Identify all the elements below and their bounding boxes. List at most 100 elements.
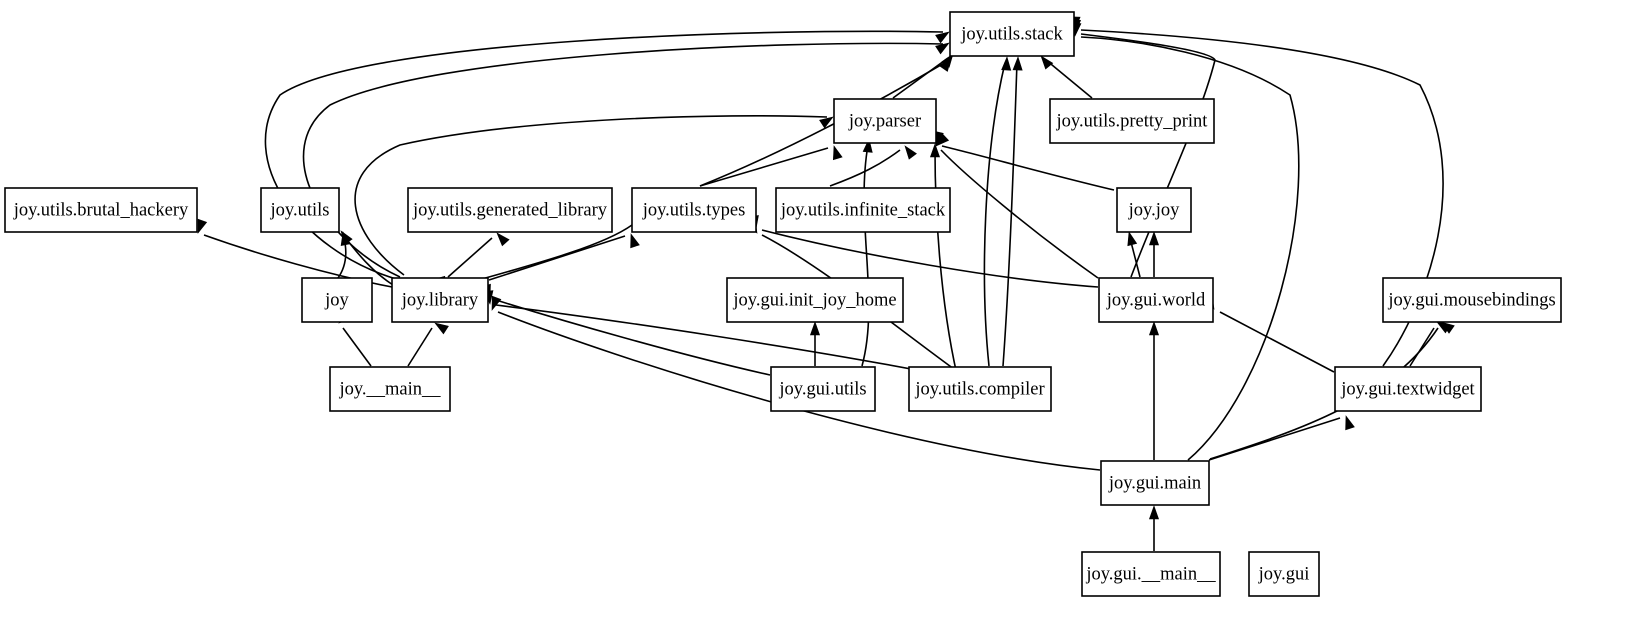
edge-line [829,149,901,187]
node-label: joy.library [401,290,479,310]
node-box[interactable] [1248,551,1320,597]
node-box[interactable] [4,187,198,233]
arrow-head [1148,505,1160,520]
node-box[interactable] [1382,277,1562,323]
node-box[interactable] [1334,366,1482,412]
graph-node-joy-gui-main[interactable]: joy.gui.main [1100,460,1210,506]
graph-node-joy-gui-init-joy-home[interactable]: joy.gui.init_joy_home [726,277,904,323]
node-box[interactable] [260,187,340,233]
arrow-head [1436,321,1451,334]
graph-node-joy-utils[interactable]: joy.utils [260,187,340,233]
arrow-head [819,116,834,129]
node-box[interactable] [833,98,937,144]
graph-edge [302,42,950,278]
edges-layer [197,16,1455,551]
graph-node-joy-utils-stack[interactable]: joy.utils.stack [949,11,1075,57]
node-label: joy.utils.stack [960,24,1063,44]
graph-node-joy-utils-types[interactable]: joy.utils.types [631,187,757,233]
node-box[interactable] [301,277,373,323]
arrow-head [1001,56,1012,71]
node-box[interactable] [1098,277,1214,323]
graph-edge [354,114,834,276]
edge-line [495,304,958,379]
node-box[interactable] [391,277,489,323]
node-label: joy.gui [1258,564,1310,584]
edge-line [1002,61,1018,367]
graph-edge [407,322,449,367]
arrow-head [1040,55,1054,70]
edge-line [342,327,372,367]
graph-node-joy-utils-brutal-hackery[interactable]: joy.utils.brutal_hackery [4,187,198,233]
graph-edge [1002,56,1023,367]
node-box[interactable] [1116,187,1192,233]
graph-edge [1148,321,1160,460]
node-label: joy.utils.generated_library [412,200,608,220]
graph-node-joy-utils-compiler[interactable]: joy.utils.compiler [908,366,1052,412]
node-box[interactable] [631,187,757,233]
graph-edge [1208,415,1355,461]
graph-edge [809,321,821,366]
arrow-head [935,31,950,44]
graph-edge [1127,231,1141,278]
node-label: joy.utils.pretty_print [1056,111,1209,131]
graph-node-joy-utils-infinite-stack[interactable]: joy.utils.infinite_stack [775,187,951,233]
graph-node-joy-gui-world[interactable]: joy.gui.world [1098,277,1214,323]
node-box[interactable] [1100,460,1210,506]
node-label: joy [324,290,349,310]
node-box[interactable] [770,366,876,412]
arrow-head [434,322,449,335]
arrow-head [491,295,502,311]
graph-node-joy-gui---main--[interactable]: joy.gui.__main__ [1081,551,1221,597]
arrow-head [904,145,917,160]
graph-edge [1148,505,1160,551]
graph-edge [447,232,510,278]
edge-line [983,62,1006,367]
edge-line [861,144,870,367]
edge-line [892,57,949,99]
node-box[interactable] [329,366,451,412]
node-box[interactable] [1049,98,1215,144]
arrow-head [1345,415,1355,431]
graph-node-joy-joy[interactable]: joy.joy [1116,187,1192,233]
graph-edge [861,138,873,367]
arrow-head [929,143,941,158]
arrow-head [1127,231,1138,247]
graph-edge [829,145,917,187]
graph-node-joy-utils-pretty-print[interactable]: joy.utils.pretty_print [1049,98,1215,144]
graph-edge [1203,294,1335,373]
edge-line [497,311,1101,471]
node-box[interactable] [949,11,1075,57]
graph-node-joy-parser[interactable]: joy.parser [833,98,937,144]
graph-node-joy[interactable]: joy [301,277,373,323]
node-box[interactable] [407,187,613,233]
graph-node-joy-utils-generated-library[interactable]: joy.utils.generated_library [407,187,613,233]
graph-edge [699,145,843,187]
graph-edge [340,230,394,286]
graph-node-joy---main--[interactable]: joy.__main__ [329,366,451,412]
graph-edge [929,143,958,376]
node-label: joy.gui.__main__ [1085,564,1216,584]
node-box[interactable] [775,187,951,233]
arrow-head [496,232,510,247]
graph-node-joy-gui-mousebindings[interactable]: joy.gui.mousebindings [1382,277,1562,323]
arrow-head [935,133,950,147]
graph-node-joy-gui-utils[interactable]: joy.gui.utils [770,366,876,412]
graph-edge [488,233,640,281]
edge-line [488,235,626,281]
edge-line [1080,33,1216,278]
arrow-head [630,233,640,249]
arrow-head [1148,231,1160,246]
arrow-head [935,42,950,55]
node-box[interactable] [1081,551,1221,597]
graph-node-joy-gui[interactable]: joy.gui [1248,551,1320,597]
node-label: joy.gui.utils [778,379,866,399]
node-box[interactable] [726,277,904,323]
node-label: joy.utils.brutal_hackery [13,200,189,220]
node-box[interactable] [908,366,1052,412]
arrow-head [197,218,208,234]
graph-node-joy-gui-textwidget[interactable]: joy.gui.textwidget [1334,366,1482,412]
graph-edge [1071,22,1300,461]
node-label: joy.joy [1128,200,1180,220]
graph-node-joy-library[interactable]: joy.library [391,277,489,323]
